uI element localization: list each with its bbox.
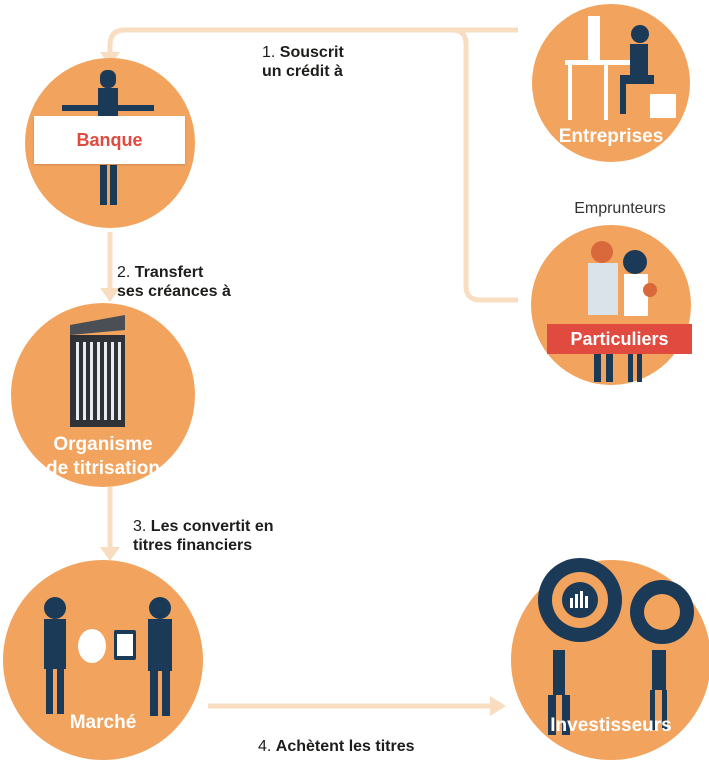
step-4-number: 4. (258, 738, 272, 755)
banque-label: Banque (34, 116, 185, 164)
step-2-line2: ses créances à (117, 283, 231, 300)
step-1-line1: Souscrit (279, 44, 344, 61)
organisme-label-line1: Organisme (53, 434, 153, 455)
entreprises-label: Entreprises (558, 126, 664, 147)
marche-label: Marché (69, 712, 137, 733)
step-1-number: 1. (262, 44, 276, 61)
step-4-text: 4. Achètent les titres (258, 737, 498, 756)
step-2-text: 2. Transfert ses créances à (117, 263, 317, 301)
arrow-particuliers-join (451, 27, 518, 303)
money-bag-exchange-icon (44, 597, 172, 716)
banker-holding-sign-icon (62, 70, 154, 205)
arrow-borrowers-to-bank (107, 27, 518, 55)
arrowhead-organisme (100, 288, 120, 302)
step-3-number: 3. (133, 518, 147, 535)
step-2-line1: Transfert (134, 264, 204, 281)
arrowhead-marche (100, 547, 120, 561)
office-building-icon (70, 315, 125, 427)
step-3-line2: titres financiers (133, 537, 253, 554)
step-2-number: 2. (117, 264, 131, 281)
emprunteurs-label: Emprunteurs (574, 200, 666, 217)
organisme-label: Organisme de titrisation (10, 433, 196, 481)
organisme-label-line2: de titrisation (45, 458, 160, 479)
step-1-line2: un crédit à (262, 63, 343, 80)
gears-with-people-icon (538, 558, 694, 735)
particuliers-label: Particuliers (547, 324, 692, 354)
step-3-line1: Les convertit en (150, 518, 274, 535)
step-4-line1: Achètent les titres (275, 738, 415, 755)
arrowhead-investisseurs (490, 696, 506, 716)
family-with-baby-icon (588, 241, 657, 382)
flow-arrows (100, 27, 518, 716)
step-3-text: 3. Les convertit en titres financiers (133, 517, 363, 555)
investisseurs-label: Investisseurs (550, 715, 672, 736)
entreprises-circle (532, 4, 690, 162)
step-1-text: 1. Souscrit un crédit à (262, 43, 432, 81)
office-worker-at-desk-icon (565, 16, 676, 120)
